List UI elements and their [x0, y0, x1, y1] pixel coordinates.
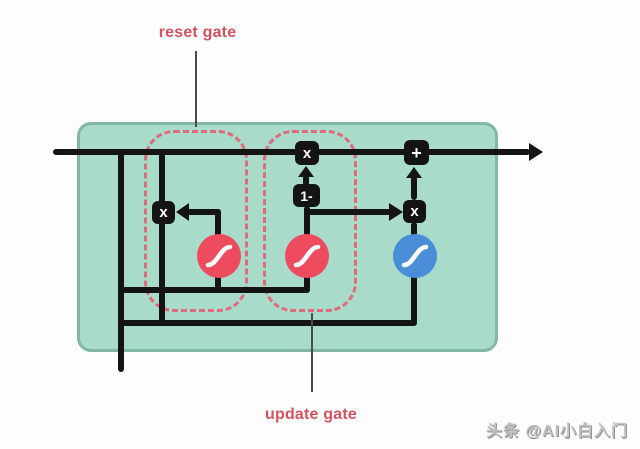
input-branch-line: [118, 149, 124, 372]
watermark-text: 头条 @AI小白入门: [486, 423, 629, 440]
gate-feed-bus-line: [118, 287, 310, 293]
candidate-multiply-label: x: [410, 203, 419, 220]
add-up-arrow-icon: [406, 167, 422, 178]
sigmoid-icon: [293, 244, 321, 268]
add-label: +: [411, 142, 422, 163]
update-multiply-label: x: [302, 144, 312, 162]
candidate-multiply-op: x: [403, 200, 426, 223]
tanh-down-line: [411, 274, 417, 324]
reset-sigmoid-up-line: [215, 209, 221, 238]
update-multiply-op: x: [295, 141, 319, 165]
update-sigmoid-node: [285, 234, 329, 278]
tanh-up-line: [411, 222, 417, 236]
reset-branch-line: [159, 149, 165, 326]
update-right-arrow-icon: [389, 203, 403, 221]
hidden-state-line: [53, 149, 530, 155]
update-to-multiply-line: [304, 209, 391, 215]
reset-arrow-line: [187, 209, 221, 215]
reset-label-pointer: [195, 51, 197, 127]
tanh-icon: [401, 244, 429, 268]
one-minus-label: 1-: [300, 187, 313, 204]
update-up-arrow-icon: [298, 166, 314, 177]
reset-gate-region: [144, 130, 248, 312]
update-gate-label: update gate: [265, 406, 357, 423]
update-label-pointer: [311, 313, 313, 392]
one-minus-op: 1-: [293, 184, 320, 207]
candidate-tanh-node: [393, 234, 437, 278]
update-gate-region: [263, 130, 357, 312]
output-arrow-icon: [529, 143, 543, 161]
one-minus-up-line: [303, 175, 309, 186]
update-sigmoid-up-line: [304, 206, 310, 236]
reset-multiply-op: x: [152, 201, 175, 224]
reset-sigmoid-down-line: [215, 274, 221, 291]
add-op: +: [404, 140, 429, 165]
candidate-bus-line: [118, 320, 417, 326]
multiply-to-add-line: [411, 176, 417, 200]
reset-gate-label: reset gate: [158, 24, 237, 41]
sigmoid-icon: [205, 244, 233, 268]
reset-multiply-label: x: [159, 204, 168, 221]
reset-arrow-icon: [176, 203, 189, 221]
reset-sigmoid-node: [197, 234, 241, 278]
update-sigmoid-down-line: [304, 274, 310, 291]
